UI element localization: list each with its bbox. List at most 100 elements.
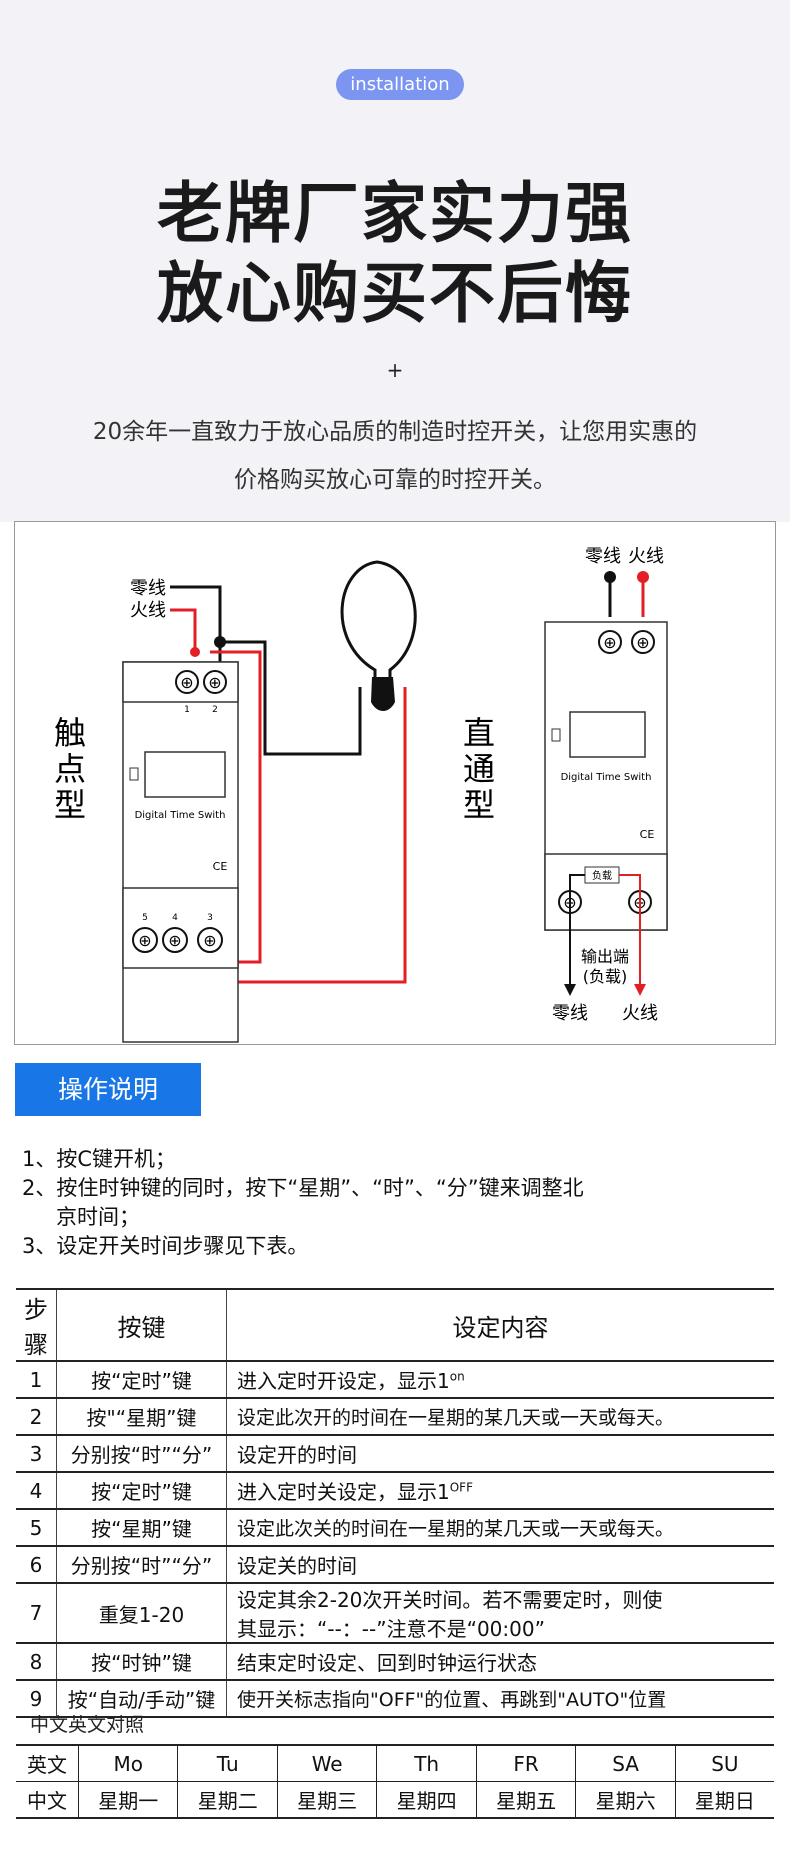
right-terminal-top-1-screw: ⊕ (603, 633, 616, 652)
terminal-3 (197, 927, 223, 953)
week-cn-cell: 星期六 (575, 1781, 676, 1819)
right-ce-mark: CE (640, 828, 655, 841)
step-key: 按“定时”键 (56, 1360, 227, 1399)
week-en-cell: SA (575, 1744, 676, 1782)
step-number: 7 (16, 1582, 57, 1644)
week-en-cell: Tu (177, 1744, 278, 1782)
right-live-dot (637, 571, 649, 583)
right-type-char-3: 型 (463, 786, 495, 824)
output-sub-label: (负载) (583, 967, 628, 986)
table-row: 4 按“定时”键 进入定时关设定，显示1OFF (16, 1471, 774, 1510)
step-content: 进入定时关设定，显示1OFF (226, 1471, 774, 1510)
left-type-char-1: 触 (54, 714, 86, 752)
terminal-1 (175, 670, 199, 694)
right-terminal-top-2-screw: ⊕ (636, 633, 649, 652)
load-label: 负载 (592, 869, 612, 882)
step-content: 使开关标志指向"OFF"的位置、再跳到"AUTO"位置 (226, 1679, 774, 1718)
right-device-label: Digital Time Swith (561, 772, 652, 783)
step-key: 分别按“时”“分” (56, 1434, 227, 1473)
step-content-line-1: 设定其余2-20次开关时间。若不需要定时，则使 (237, 1588, 663, 1612)
terminal-4-screw: ⊕ (168, 931, 181, 950)
step-number: 8 (16, 1642, 57, 1681)
output-live-label: 火线 (622, 1003, 658, 1024)
right-live-label: 火线 (628, 546, 664, 567)
right-terminal-top-1 (598, 630, 622, 654)
step-number: 3 (16, 1434, 57, 1473)
left-ce-mark: CE (213, 860, 228, 873)
bulb-glass (340, 560, 417, 684)
terminal-num-3: 3 (207, 913, 213, 923)
terminal-2 (203, 670, 227, 694)
instruction-2: 2、按住时钟键的同时，按下“星期”、“时”、“分”键来调整北 (22, 1176, 584, 1200)
step-number: 6 (16, 1545, 57, 1584)
step-content: 设定此次关的时间在一星期的某几天或一天或每天。 (226, 1508, 774, 1547)
steps-table-header: 步骤 按键 设定内容 (16, 1288, 774, 1362)
step-content: 设定开的时间 (226, 1434, 774, 1473)
step-content: 设定关的时间 (226, 1545, 774, 1584)
subtitle-line-1: 20余年一直致力于放心品质的制造时控开关，让您用实惠的 (92, 419, 698, 445)
right-neutral-label: 零线 (585, 546, 621, 567)
step-content-sup: OFF (449, 1480, 473, 1495)
terminal-num-1: 1 (184, 705, 190, 715)
terminal-num-2: 2 (212, 705, 218, 715)
wiring-diagram-svg: 触 点 型 直 通 型 零线 火线 ⊕ ⊕ 1 2 Digital Time S… (54, 546, 668, 1043)
output-live-wire (619, 874, 641, 990)
week-table-title: 中文英文对照 (30, 1714, 145, 1736)
right-device-button (551, 728, 561, 742)
plus-sign: + (386, 358, 404, 382)
output-label: 输出端 (581, 947, 629, 966)
week-cn-cell: 星期五 (476, 1781, 577, 1819)
output-neutral-wire (569, 874, 585, 990)
step-key: 按“自动/手动”键 (56, 1679, 227, 1718)
week-cn-cell: 星期三 (277, 1781, 378, 1819)
terminal-num-4: 4 (172, 913, 178, 923)
installation-badge: installation (336, 69, 464, 100)
terminal-5-screw: ⊕ (138, 931, 151, 950)
step-number: 4 (16, 1471, 57, 1510)
left-device-body (122, 661, 239, 1043)
header-step: 步骤 (16, 1288, 57, 1362)
week-cn-cell: 星期一 (78, 1781, 179, 1819)
week-cn-cell: 星期四 (376, 1781, 477, 1819)
headline-line-2: 放心购买不后悔 (157, 255, 633, 332)
terminal-5 (132, 927, 158, 953)
table-row: 9 按“自动/手动”键 使开关标志指向"OFF"的位置、再跳到"AUTO"位置 (16, 1679, 774, 1718)
table-row: 7 重复1-20 设定其余2-20次开关时间。若不需要定时，则使 其显示：“--… (16, 1582, 774, 1644)
week-en-cell: We (277, 1744, 378, 1782)
terminal-3-screw: ⊕ (203, 931, 216, 950)
step-key: 重复1-20 (56, 1582, 227, 1644)
right-device-bottom (544, 853, 668, 931)
week-en-cell: SU (675, 1744, 774, 1782)
step-number: 1 (16, 1360, 57, 1399)
week-en-cell: Th (376, 1744, 477, 1782)
step-number: 9 (16, 1679, 57, 1718)
subtitle-line-2: 价格购买放心可靠的时控开关。 (234, 467, 556, 493)
step-content: 进入定时开设定，显示1on (226, 1360, 774, 1399)
step-number: 5 (16, 1508, 57, 1547)
step-content: 结束定时设定、回到时钟运行状态 (226, 1642, 774, 1681)
step-content-text: 进入定时开设定，显示1 (237, 1369, 450, 1393)
right-terminal-top-2 (631, 630, 655, 654)
week-row-cn: 中文 星期一 星期二 星期三 星期四 星期五 星期六 星期日 (16, 1781, 774, 1819)
hero-section: installation 老牌厂家实力强 放心购买不后悔 + 20余年一直致力于… (0, 0, 790, 522)
output-neutral-label: 零线 (552, 1003, 588, 1024)
terminal-1-screw: ⊕ (180, 673, 193, 692)
output-neutral-arrow (564, 984, 576, 996)
terminal-4 (162, 927, 188, 953)
right-device-display (569, 711, 646, 758)
week-en-cell: Mo (78, 1744, 179, 1782)
header-content: 设定内容 (226, 1288, 774, 1362)
right-type-char-1: 直 (463, 714, 495, 752)
section-tag-instructions: 操作说明 (15, 1063, 201, 1116)
bulb-base (371, 677, 395, 711)
output-live-arrow (634, 984, 646, 996)
step-content-sup: on (449, 1369, 465, 1384)
week-en-label: 英文 (16, 1744, 79, 1782)
right-type-char-2: 通 (463, 750, 495, 788)
step-content-text: 进入定时关设定，显示1 (237, 1480, 450, 1504)
right-neutral-dot (604, 571, 616, 583)
left-neutral-label: 零线 (130, 578, 166, 599)
steps-table: 步骤 按键 设定内容 1 按“定时”键 进入定时开设定，显示1on 2 按"“星… (16, 1288, 774, 1718)
week-cn-cell: 星期二 (177, 1781, 278, 1819)
wiring-diagram: 触 点 型 直 通 型 零线 火线 ⊕ ⊕ 1 2 Digital Time S… (14, 521, 776, 1045)
